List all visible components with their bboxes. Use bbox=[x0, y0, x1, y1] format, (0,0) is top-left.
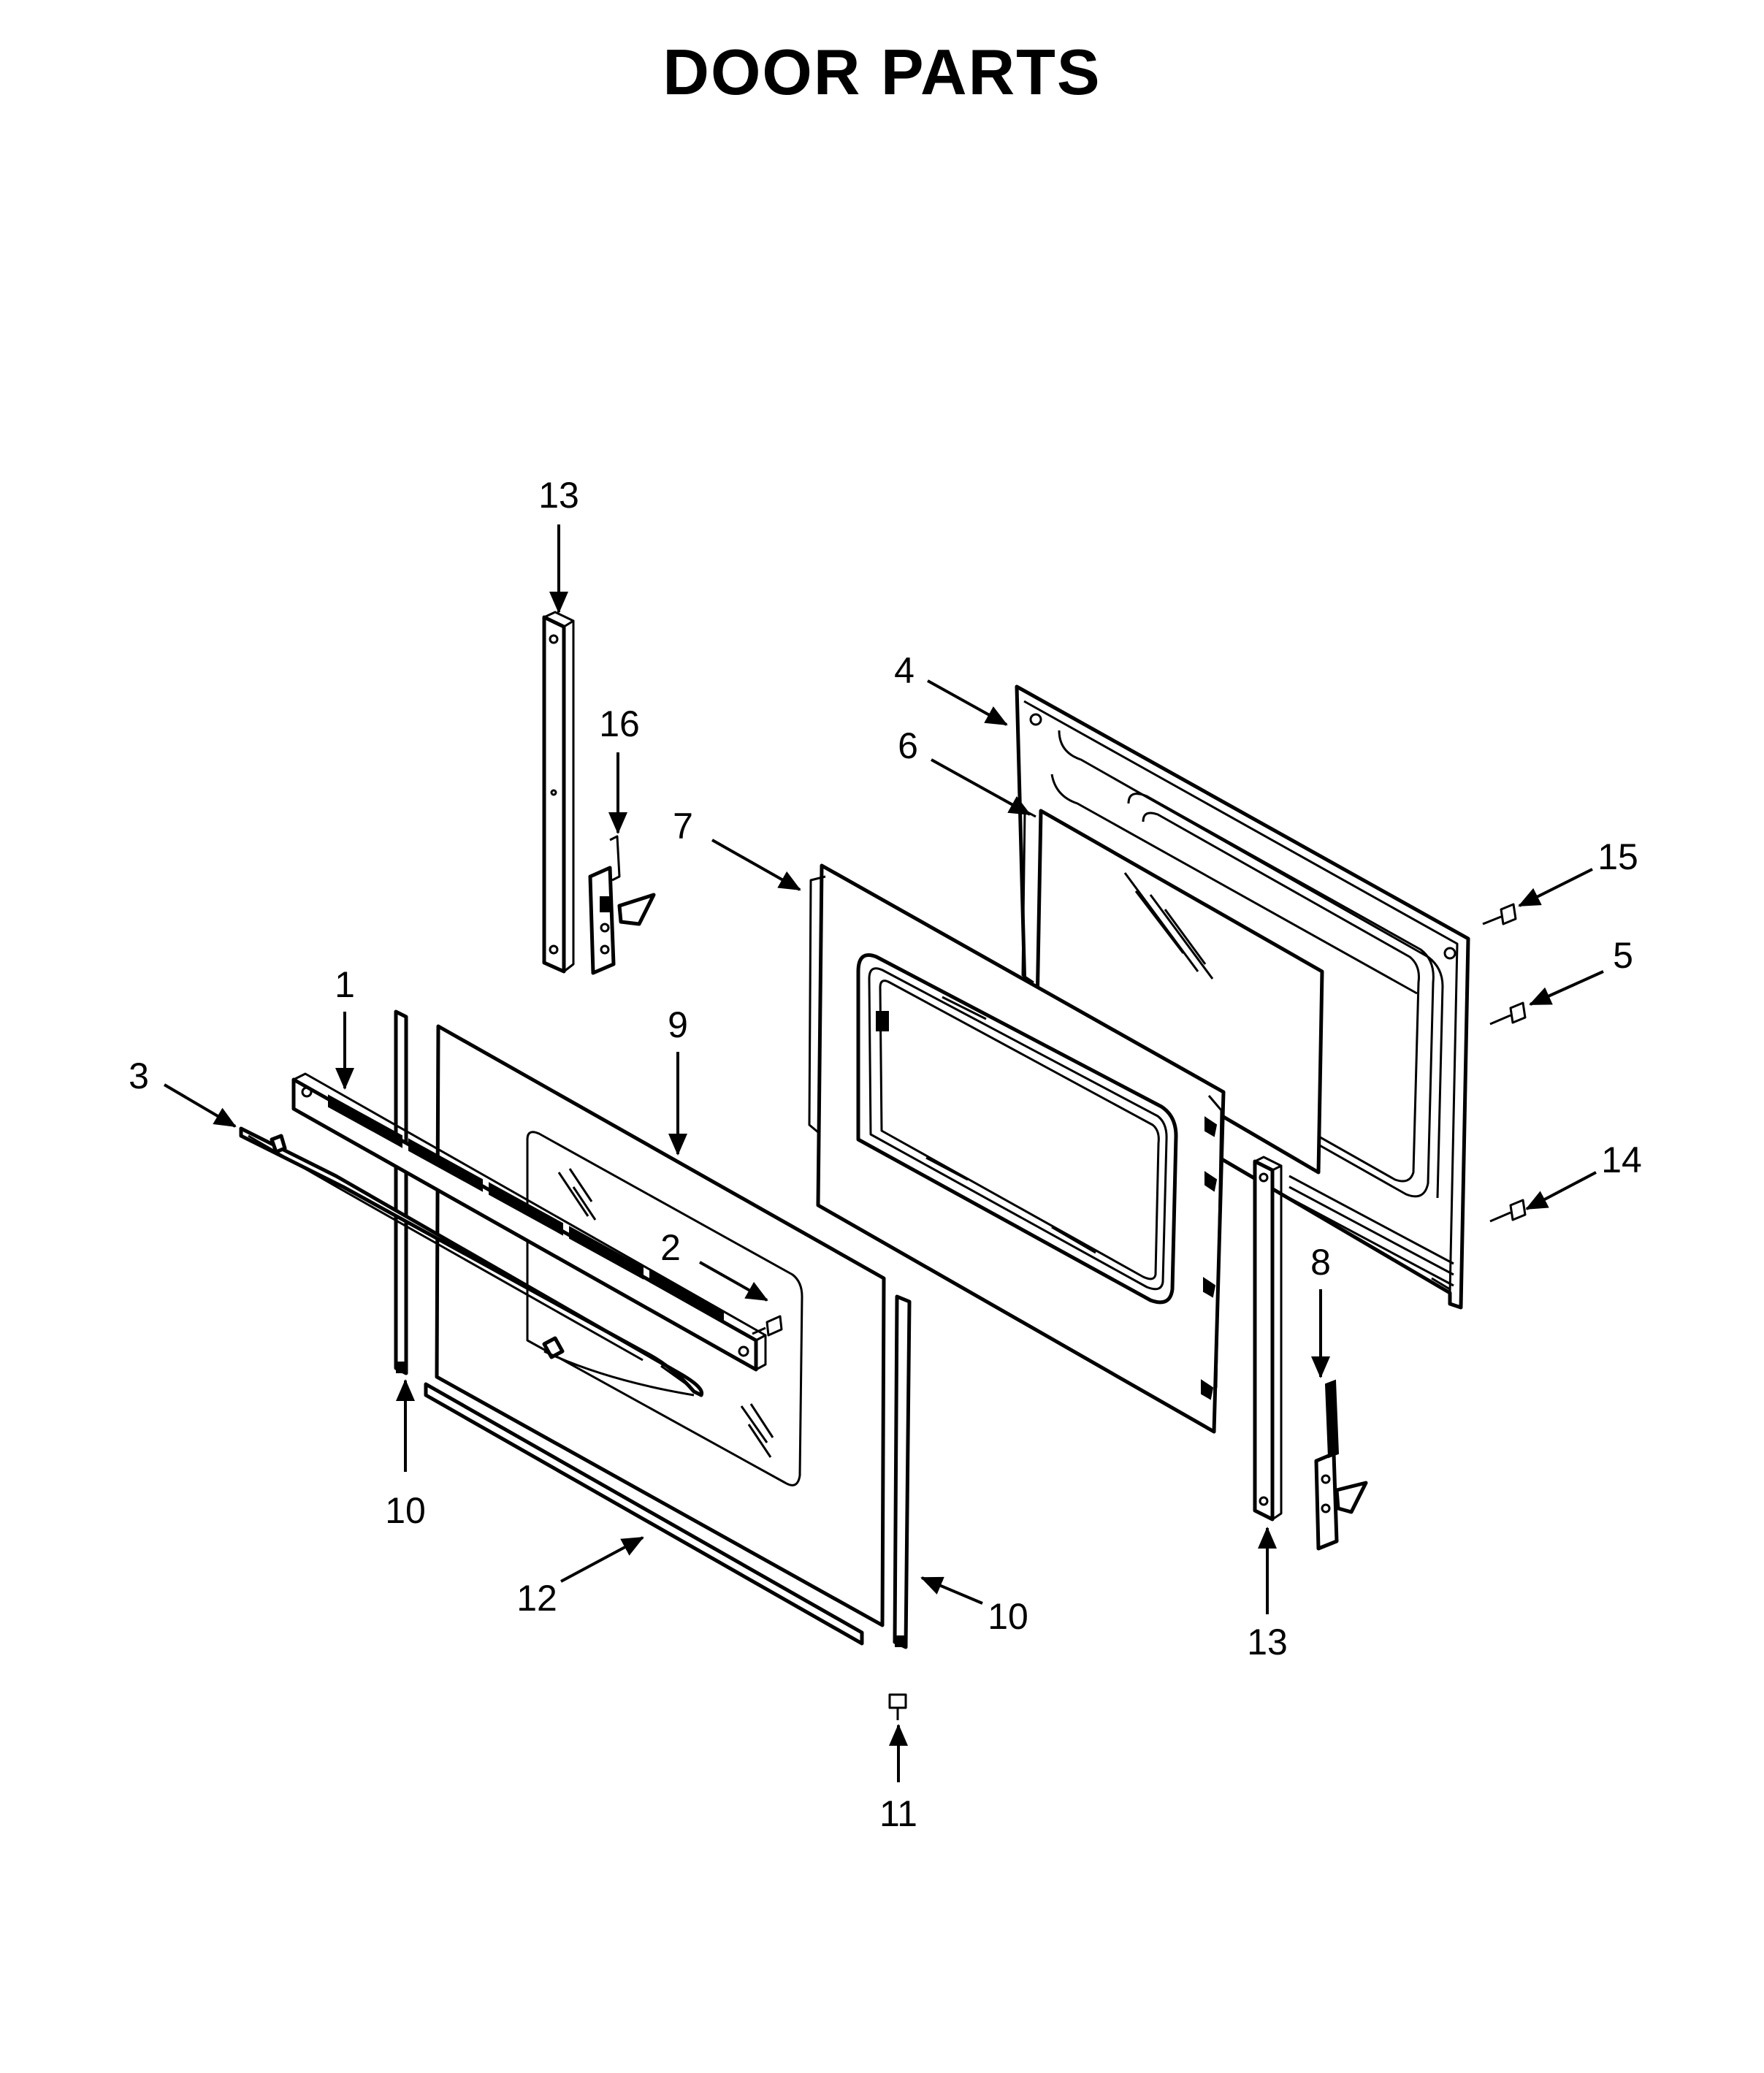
callout-15: 15 bbox=[1597, 836, 1638, 877]
callout-4: 4 bbox=[894, 650, 915, 691]
screw-part-2 bbox=[752, 1315, 783, 1337]
arrow-3 bbox=[163, 1083, 237, 1128]
callout-14: 14 bbox=[1601, 1139, 1642, 1180]
screw-part-14 bbox=[1489, 1199, 1527, 1223]
door-side-trim-right bbox=[893, 1294, 912, 1649]
arrow-15 bbox=[1518, 868, 1593, 907]
callout-11: 11 bbox=[879, 1793, 917, 1834]
callout-7: 7 bbox=[673, 806, 693, 847]
arrow-10b bbox=[920, 1576, 983, 1605]
arrow-2 bbox=[699, 1261, 768, 1302]
callout-13-top: 13 bbox=[538, 475, 579, 516]
hinge-receiver-right bbox=[1253, 1156, 1283, 1522]
arrow-5 bbox=[1529, 970, 1604, 1006]
callout-1: 1 bbox=[335, 964, 355, 1005]
arrow-6 bbox=[931, 758, 1031, 816]
callout-2: 2 bbox=[660, 1227, 681, 1268]
door-hinge-right bbox=[1314, 1379, 1368, 1551]
callout-arrows bbox=[163, 524, 1604, 1782]
arrow-12 bbox=[560, 1536, 644, 1583]
door-vent-panel bbox=[291, 1072, 767, 1372]
callout-12: 12 bbox=[516, 1578, 557, 1619]
screw-part-15 bbox=[1482, 903, 1517, 925]
callout-9: 9 bbox=[668, 1004, 688, 1045]
door-hinge-left bbox=[588, 835, 656, 975]
door-bottom-trim bbox=[424, 1382, 864, 1646]
inner-door-glass bbox=[1021, 809, 1324, 1175]
arrow-4 bbox=[927, 679, 1008, 726]
callout-16: 16 bbox=[599, 703, 640, 744]
screw-part-5 bbox=[1489, 1001, 1527, 1026]
arrow-14 bbox=[1525, 1171, 1597, 1210]
arrow-7 bbox=[711, 839, 801, 891]
callout-10-left: 10 bbox=[385, 1490, 426, 1531]
callout-6: 6 bbox=[898, 725, 918, 766]
callout-3: 3 bbox=[129, 1055, 149, 1096]
callout-5: 5 bbox=[1613, 935, 1633, 976]
callout-13-bottom: 13 bbox=[1247, 1622, 1288, 1662]
door-liner-frame bbox=[808, 863, 1226, 1434]
hinge-receiver-left bbox=[542, 611, 575, 974]
door-side-trim-left bbox=[394, 1009, 408, 1375]
screw-part-11 bbox=[888, 1693, 907, 1720]
page-title: DOOR PARTS bbox=[663, 36, 1101, 108]
callout-labels: 13 16 4 6 7 15 5 1 9 3 2 14 8 10 12 10 1… bbox=[129, 475, 1642, 1834]
callout-8: 8 bbox=[1310, 1242, 1331, 1283]
outer-door-glass bbox=[435, 1024, 886, 1627]
callout-10-right: 10 bbox=[988, 1596, 1028, 1637]
door-handle bbox=[239, 1126, 704, 1397]
